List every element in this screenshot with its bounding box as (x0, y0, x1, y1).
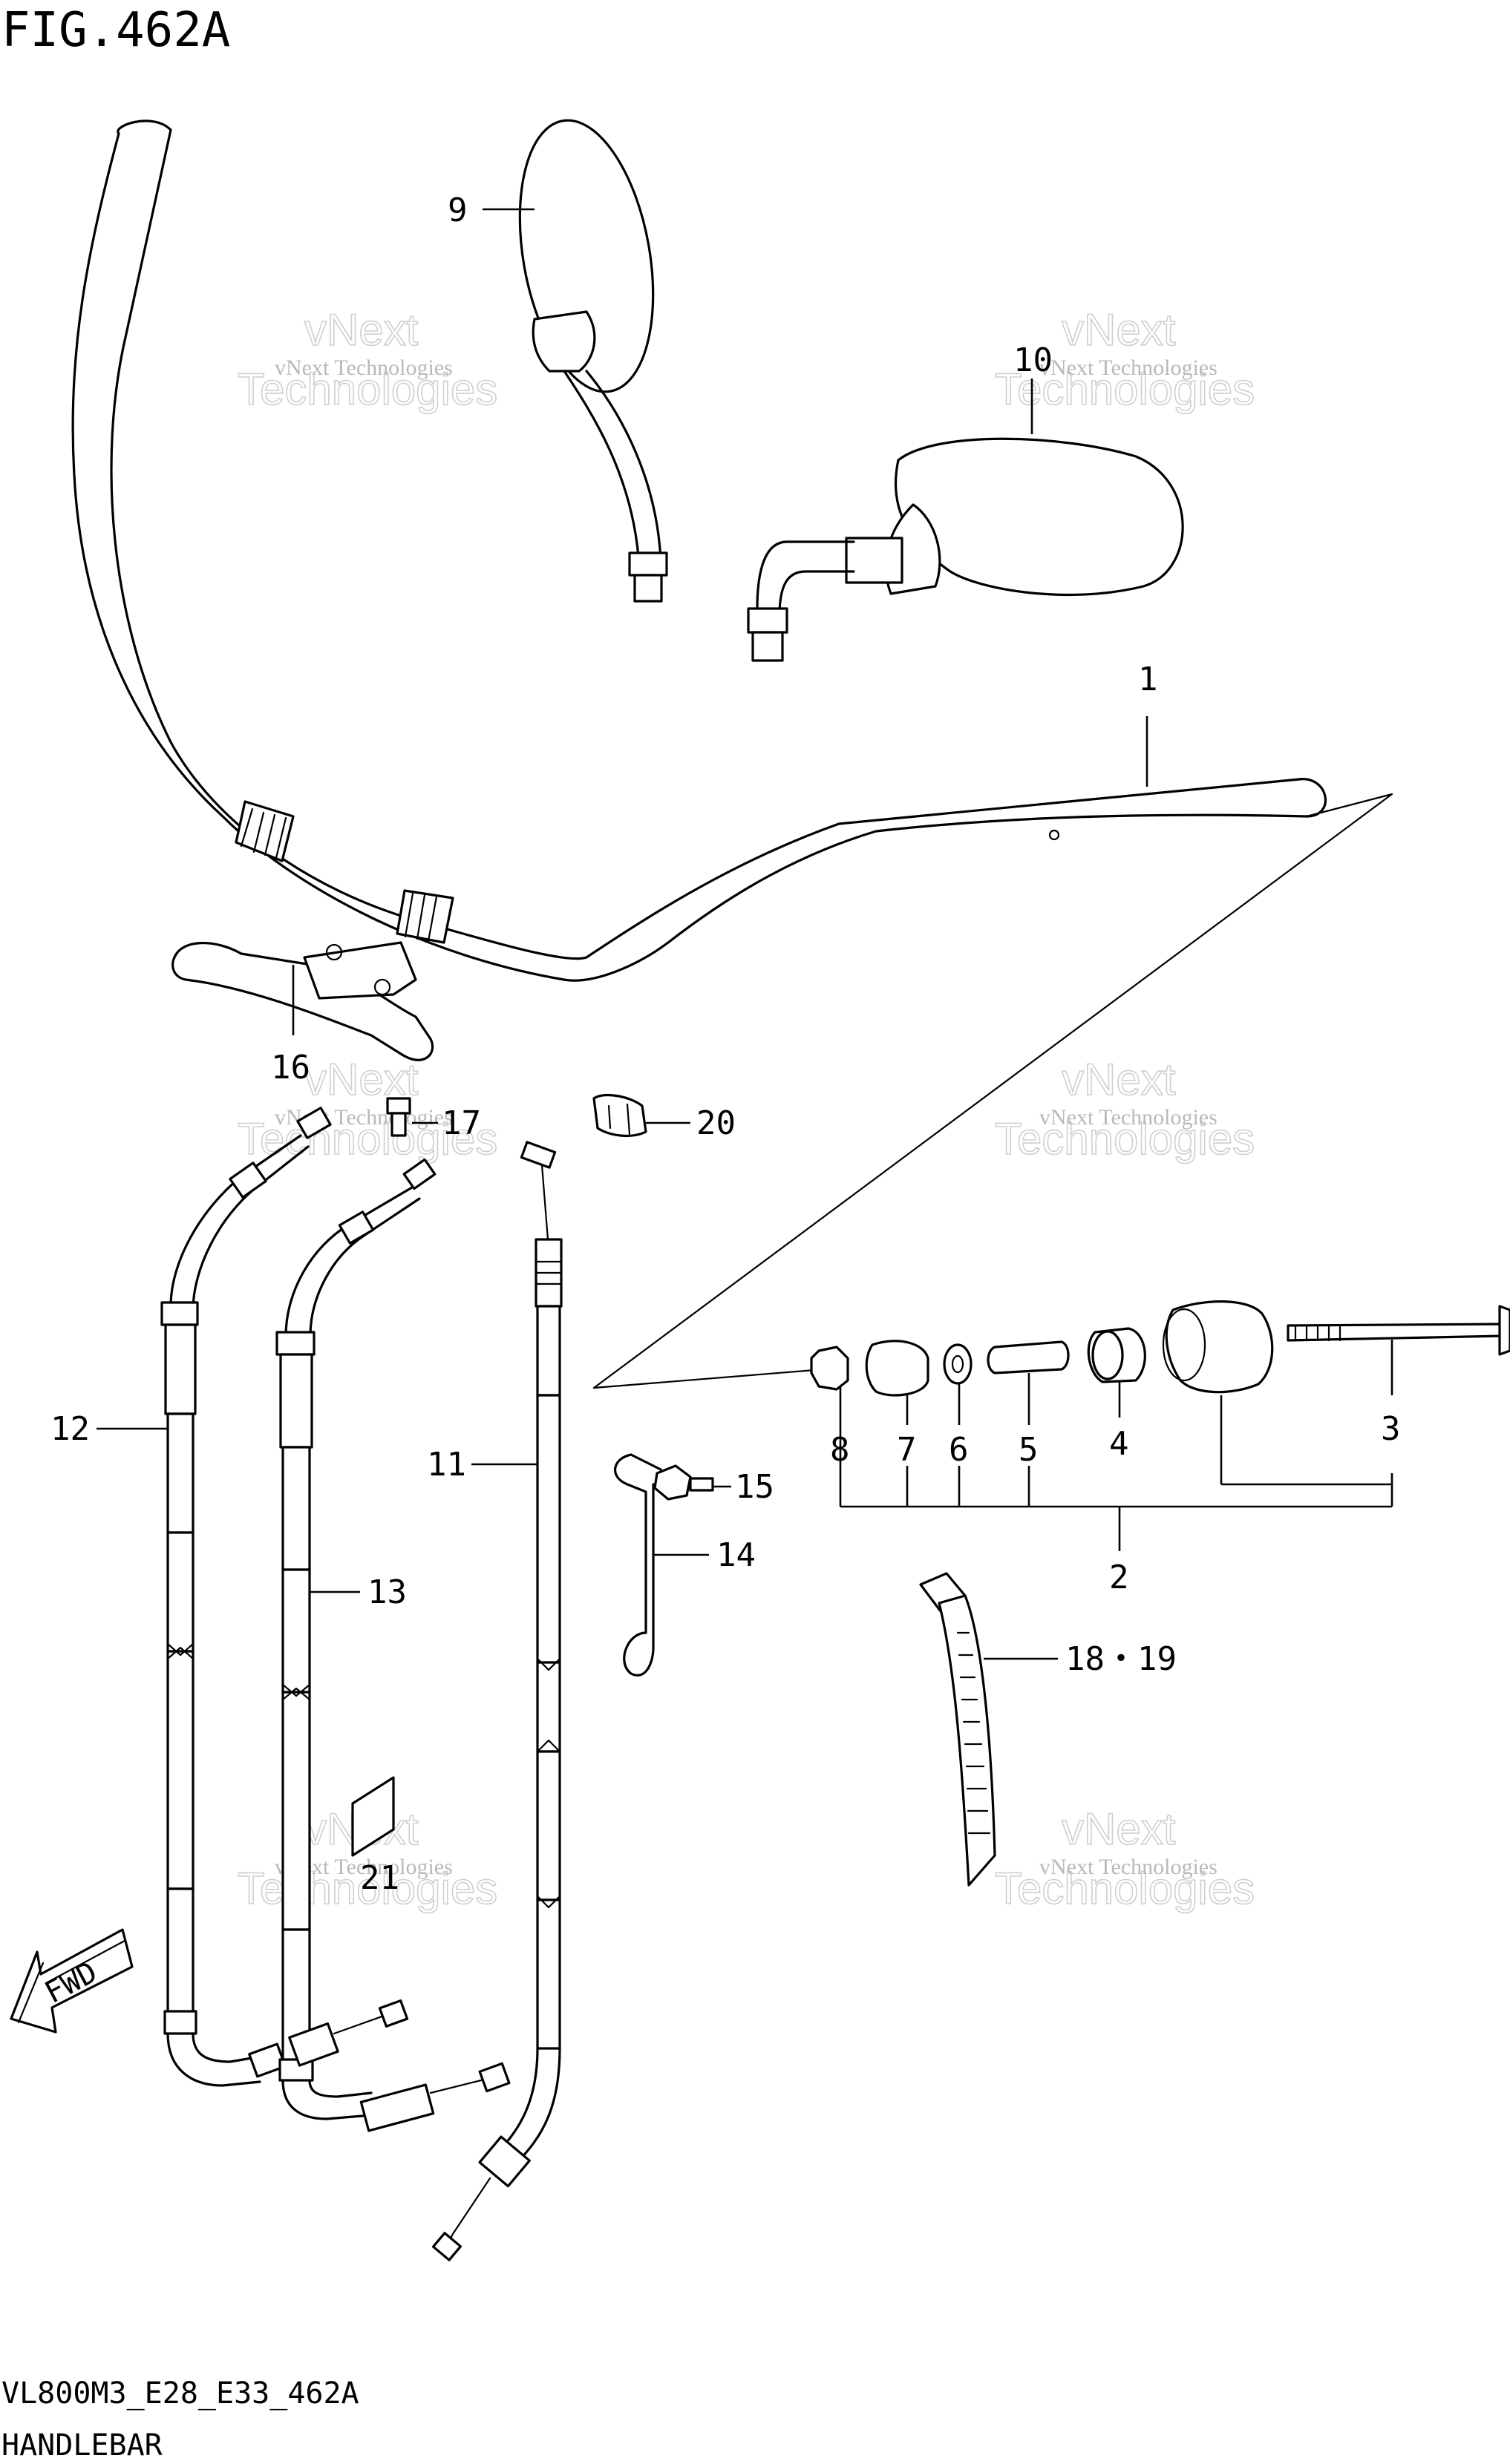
svg-text:Technologies: Technologies (995, 1114, 1255, 1164)
svg-text:vNext Technologies: vNext Technologies (1039, 355, 1218, 380)
watermark-4: vNext Technologies vNext Technologies (994, 1054, 1255, 1164)
svg-text:vNext: vNext (1062, 1055, 1176, 1104)
callout-9: 9 (448, 191, 468, 229)
model-code: VL800M3_E28_E33_462A (1, 2376, 359, 2411)
section-name: HANDLEBAR (1, 2428, 163, 2463)
fwd-arrow-icon: FWD (10, 1928, 134, 2034)
svg-text:vNext Technologies: vNext Technologies (1039, 1105, 1218, 1130)
svg-text:vNext: vNext (1062, 305, 1176, 355)
callout-15: 15 (735, 1468, 774, 1506)
callout-5: 5 (1019, 1431, 1039, 1469)
callout-6: 6 (949, 1431, 969, 1469)
watermark-1: vNext Technologies vNext Technologies (237, 304, 498, 415)
callout-3: 3 (1381, 1410, 1401, 1448)
svg-text:vNext Technologies: vNext Technologies (275, 355, 453, 380)
callout-1: 1 (1138, 661, 1158, 698)
leader-lines (97, 208, 1393, 1660)
callout-21: 21 (360, 1859, 399, 1897)
svg-text:Technologies: Technologies (238, 1864, 497, 1913)
callout-18-19: 18・19 (1065, 1640, 1177, 1678)
callout-11: 11 (427, 1446, 466, 1484)
callout-8: 8 (830, 1431, 850, 1469)
clip-14 (613, 1453, 662, 1677)
callout-13: 13 (367, 1573, 407, 1611)
handlebar (71, 119, 1327, 982)
label-21 (351, 1776, 395, 1857)
cable-tie (919, 1572, 996, 1887)
svg-text:vNext Technologies: vNext Technologies (1039, 1855, 1218, 1879)
figure-title: FIG.462A (1, 3, 230, 58)
bar-end-assembly (810, 1300, 1510, 1397)
cable-12 (160, 1107, 332, 2087)
svg-text:Technologies: Technologies (995, 1864, 1255, 1913)
mirror-left (518, 119, 668, 603)
callout-7: 7 (897, 1431, 917, 1469)
svg-text:Technologies: Technologies (238, 364, 497, 414)
watermark-2: vNext Technologies vNext Technologies (994, 304, 1255, 415)
callout-12: 12 (50, 1410, 90, 1448)
callout-20: 20 (696, 1104, 736, 1142)
bracket (171, 941, 434, 1061)
svg-text:Technologies: Technologies (995, 364, 1255, 414)
mirror-right (747, 437, 1184, 662)
callout-14: 14 (716, 1536, 756, 1574)
svg-text:Technologies: Technologies (238, 1114, 497, 1164)
cable-13 (275, 1158, 511, 2132)
bolt-17 (386, 1097, 411, 1137)
callout-2: 2 (1109, 1559, 1129, 1596)
callout-labels: 1 2 3 4 5 6 7 8 9 10 11 12 13 14 15 16 1… (50, 191, 1401, 1897)
callout-4: 4 (1109, 1425, 1129, 1463)
bar-end-exploded-guide (592, 793, 1393, 1389)
svg-text:vNext: vNext (304, 1055, 419, 1104)
cable-11 (431, 1141, 563, 2261)
svg-text:vNext: vNext (1062, 1804, 1176, 1854)
callout-16: 16 (271, 1049, 310, 1087)
svg-text:vNext: vNext (304, 305, 419, 355)
watermark-6: vNext Technologies vNext Technologies (994, 1803, 1255, 1914)
callout-17: 17 (442, 1104, 481, 1142)
callout-10: 10 (1013, 341, 1053, 379)
clamp-20 (592, 1093, 647, 1137)
bolt-15 (653, 1464, 714, 1501)
